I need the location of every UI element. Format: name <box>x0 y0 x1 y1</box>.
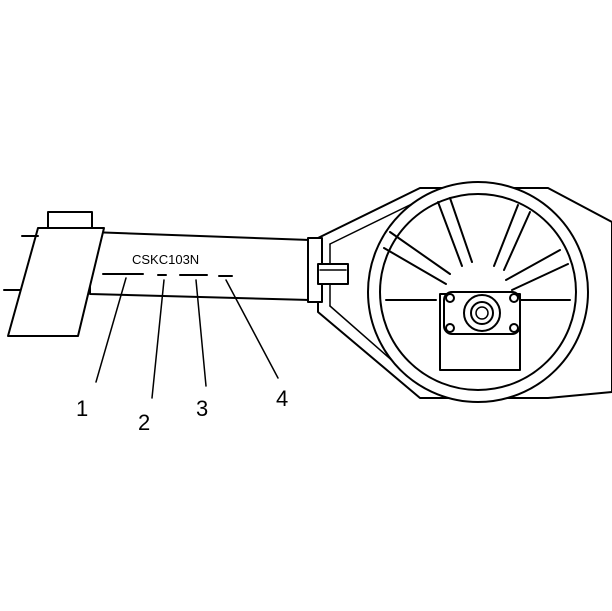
callout-4: 4 <box>276 386 288 411</box>
spring-seat <box>3 211 105 337</box>
leader-line-3 <box>195 279 207 387</box>
ring-gear-spokes <box>383 197 571 301</box>
leader-line-2 <box>151 279 165 399</box>
leader-lines <box>95 277 279 399</box>
leader-line-1 <box>95 277 127 383</box>
axle-tube <box>89 231 349 303</box>
ring-gear <box>367 181 589 403</box>
callout-3: 3 <box>196 396 208 421</box>
stamp-code-text: CSKC103N <box>132 252 199 267</box>
callout-2: 2 <box>138 410 150 435</box>
stamp-code-underline <box>102 273 233 277</box>
callout-1: 1 <box>76 396 88 421</box>
leader-line-4 <box>225 279 279 379</box>
